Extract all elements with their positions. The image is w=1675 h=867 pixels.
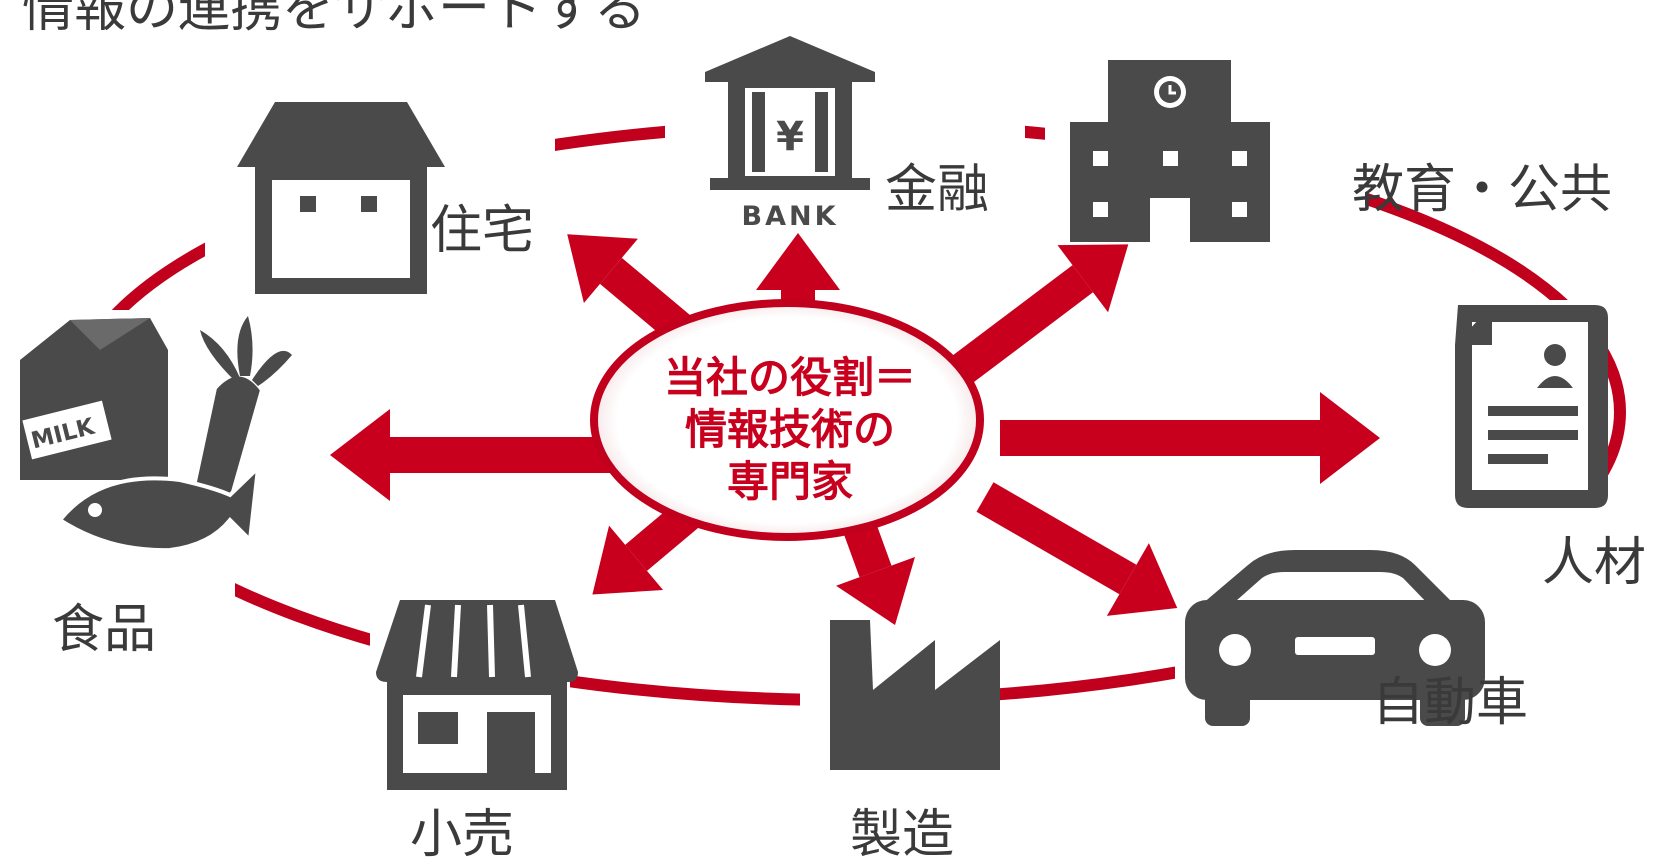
label-auto: 自動車 — [1372, 673, 1528, 733]
grocery-icon: MILK — [20, 316, 292, 553]
store-icon — [376, 600, 578, 790]
yen-symbol: ¥ — [776, 114, 804, 160]
label-hr: 人材 — [1542, 533, 1646, 593]
house-icon — [237, 102, 445, 294]
arrow-auto — [976, 482, 1178, 616]
car-icon — [1185, 550, 1485, 726]
center-oval — [590, 299, 984, 541]
school-icon — [1070, 60, 1270, 242]
center-line-3: 専門家 — [726, 457, 853, 506]
label-education: 教育・公共 — [1352, 160, 1612, 220]
center-line-2: 情報技術の — [684, 405, 895, 454]
label-food: 食品 — [52, 600, 156, 660]
resume-icon — [1455, 305, 1608, 508]
label-finance: 金融 — [885, 160, 989, 220]
label-housing: 住宅 — [430, 201, 534, 261]
arrow-hr — [1000, 392, 1380, 484]
center-line-1: 当社の役割＝ — [663, 353, 916, 402]
bank-text: BANK — [742, 201, 839, 232]
bank-icon: ¥ BANK — [705, 36, 875, 232]
arrow-education — [944, 244, 1129, 389]
label-manufacturing: 製造 — [850, 805, 954, 863]
label-retail: 小売 — [410, 805, 514, 863]
center-role-text: 当社の役割＝ 情報技術の 専門家 — [590, 352, 990, 508]
factory-icon — [830, 620, 1000, 770]
top-heading-cropped: 情報の連携をサポートする — [22, 0, 647, 39]
